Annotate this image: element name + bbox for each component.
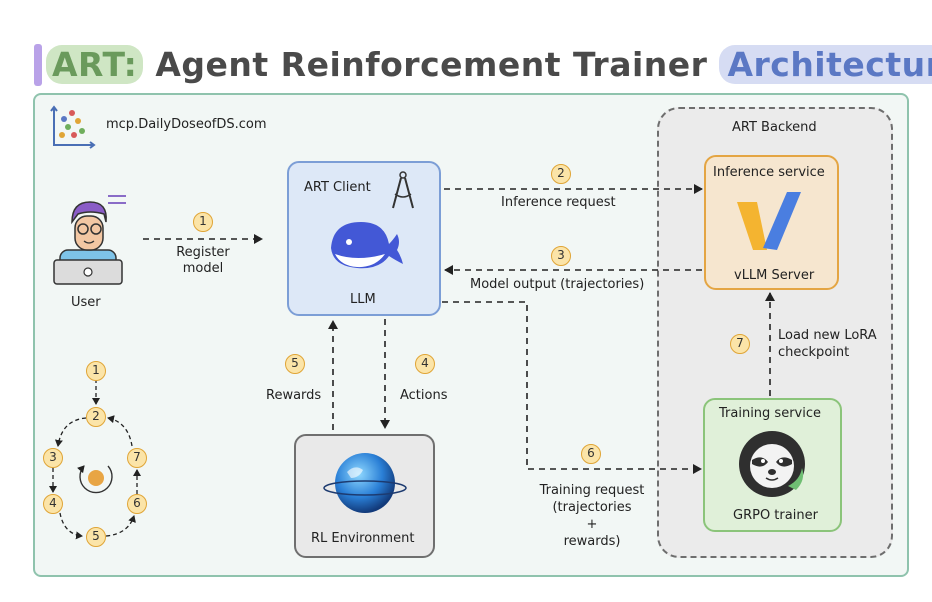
title-accent-bar xyxy=(34,44,42,86)
training-title: Training service xyxy=(719,406,821,421)
client-title: ART Client xyxy=(304,180,371,195)
user-label: User xyxy=(71,295,101,310)
vllm-logo-icon xyxy=(735,188,805,254)
whale-icon xyxy=(327,214,405,272)
training-trainer-label: GRPO trainer xyxy=(733,508,818,523)
page-title: ART: Agent Reinforcement Trainer Archite… xyxy=(46,40,932,88)
step-4-badge: 4 xyxy=(415,354,435,374)
inference-title: Inference service xyxy=(713,165,825,180)
step-1-badge: 1 xyxy=(193,212,213,232)
step-5-badge: 5 xyxy=(285,354,305,374)
cycle-badge-7: 7 xyxy=(127,448,147,468)
cycle-badge-5: 5 xyxy=(86,527,106,547)
watermark-text: mcp.DailyDoseofDS.com xyxy=(106,117,267,132)
scatter-logo-icon xyxy=(50,105,96,151)
step-6-badge: 6 xyxy=(581,444,601,464)
client-subtitle: LLM xyxy=(350,292,376,307)
arrow-training-request xyxy=(442,301,702,474)
cycle-badge-6: 6 xyxy=(127,494,147,514)
step-7-badge: 7 xyxy=(730,334,750,354)
step-1-label: Register model xyxy=(176,245,230,276)
cycle-badge-3: 3 xyxy=(43,448,63,468)
cycle-badge-1: 1 xyxy=(86,361,106,381)
step-7-label: Load new LoRA checkpoint xyxy=(778,328,877,360)
step-3-badge: 3 xyxy=(551,246,571,266)
rl-label: RL Environment xyxy=(311,531,415,546)
inference-server-label: vLLM Server xyxy=(734,268,815,283)
compass-icon xyxy=(390,170,416,210)
step-3-label: Model output (trajectories) xyxy=(470,277,645,292)
sloth-logo-icon xyxy=(736,428,808,500)
title-middle: Agent Reinforcement Trainer xyxy=(155,44,708,84)
step-4-label: Actions xyxy=(400,388,448,403)
cycle-center-icon xyxy=(77,465,113,494)
cycle-badge-2: 2 xyxy=(86,407,106,427)
backend-title: ART Backend xyxy=(732,120,817,135)
cycle-badge-4: 4 xyxy=(43,494,63,514)
title-suffix: Architecture xyxy=(719,44,932,84)
step-2-label: Inference request xyxy=(501,195,616,210)
step-6-label: Training request (trajectories + rewards… xyxy=(539,483,645,549)
step-5-label: Rewards xyxy=(266,388,322,403)
user-avatar-icon xyxy=(50,192,134,288)
cycle-diagram xyxy=(49,379,141,540)
title-prefix: ART: xyxy=(46,44,144,84)
step-2-badge: 2 xyxy=(551,164,571,184)
inference-service-box xyxy=(704,155,839,290)
globe-icon xyxy=(323,450,407,516)
